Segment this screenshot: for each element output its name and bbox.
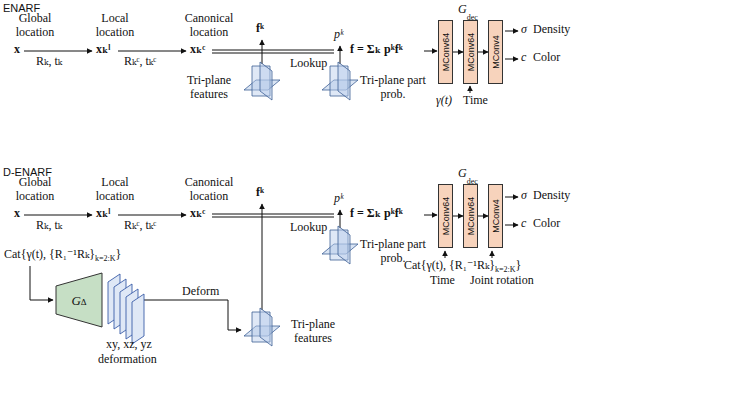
text-label: Lookup [290, 221, 327, 235]
text-label: xₖᶜ [190, 207, 205, 221]
node-text: MConv64 [466, 33, 476, 72]
text-label: Global location [4, 176, 66, 204]
text-label: Density [533, 23, 570, 37]
node-text: MConv64 [441, 33, 451, 72]
text-label: Local location [86, 176, 144, 204]
text-label: Time [463, 94, 488, 108]
conv-block: MConv4 [488, 20, 503, 84]
text-label: x [14, 43, 20, 57]
text-label: deformation [98, 353, 157, 367]
connector [453, 216, 463, 217]
text-label: pᵏ [334, 28, 343, 42]
text-label: } [516, 259, 522, 273]
text-label: Rₖ, tₖ [36, 55, 62, 69]
text-label: Cat{γ(t), {R₁⁻¹Rₖ} [4, 248, 95, 262]
text-label: Rₖᶜ, tₖᶜ [124, 55, 156, 69]
text-label: fᵏ [256, 22, 264, 36]
text-label: γ(t) [436, 94, 452, 108]
text-label: Tri-plane features [284, 318, 342, 346]
connector [478, 52, 488, 53]
text-label: Joint rotation [470, 274, 534, 288]
node-text: Δ [81, 297, 87, 307]
text-label: Tri-plane part prob. [360, 74, 426, 102]
text-label: Rₖᶜ, tₖᶜ [124, 219, 156, 233]
text-label: Lookup [290, 57, 327, 71]
text-label: Canonical location [176, 176, 242, 204]
text-label: Deform [182, 285, 219, 299]
text-label: Local location [86, 12, 144, 40]
text-label: G [458, 3, 467, 17]
text-label: c [521, 217, 526, 231]
generator-trapezoid: GΔ [55, 272, 103, 328]
conv-block: MConv64 [463, 184, 478, 248]
node-text: MConv64 [441, 197, 451, 236]
text-label: Cat{γ(t), {R₁⁻¹Rₖ} [404, 259, 495, 273]
node-label: GΔ [55, 291, 103, 309]
text-label: Color [533, 51, 560, 65]
connector [478, 216, 488, 217]
text-label: pᵏ [334, 192, 343, 206]
text-label: Time [430, 274, 455, 288]
text-label: c [521, 51, 526, 65]
subscript-label: k=2:K [495, 265, 516, 274]
deformation-plane [132, 294, 144, 344]
text-label: G [458, 167, 467, 181]
node-text: MConv4 [491, 199, 501, 233]
subscript-label: k=2:K [95, 254, 116, 263]
node-text: MConv64 [466, 197, 476, 236]
text-label: xy, xz, yz [106, 338, 152, 352]
text-label: Density [533, 189, 570, 203]
node-text: MConv4 [491, 35, 501, 69]
text-label: } [116, 248, 122, 262]
text-label: Global location [4, 12, 66, 40]
text-label: xₖᶜ [190, 43, 205, 57]
connector [453, 52, 463, 53]
text-label: Canonical location [176, 12, 242, 40]
text-label: xₖˡ [96, 43, 110, 57]
text-label: σ [521, 189, 527, 203]
text-label: Rₖ, tₖ [36, 219, 62, 233]
text-label: f = Σₖ pᵏfᵏ [350, 43, 403, 57]
conv-block: MConv64 [463, 20, 478, 84]
text-label: xₖˡ [96, 207, 110, 221]
text-label: fᵏ [256, 186, 264, 200]
conv-block: MConv4 [488, 184, 503, 248]
node-text: G [71, 293, 80, 308]
conv-block: MConv64 [438, 20, 453, 84]
conv-block: MConv64 [438, 184, 453, 248]
text-label: Tri-plane features [180, 74, 238, 102]
text-label: σ [521, 23, 527, 37]
text-label: f = Σₖ pᵏfᵏ [350, 207, 403, 221]
text-label: x [14, 207, 20, 221]
text-label: Color [533, 217, 560, 231]
